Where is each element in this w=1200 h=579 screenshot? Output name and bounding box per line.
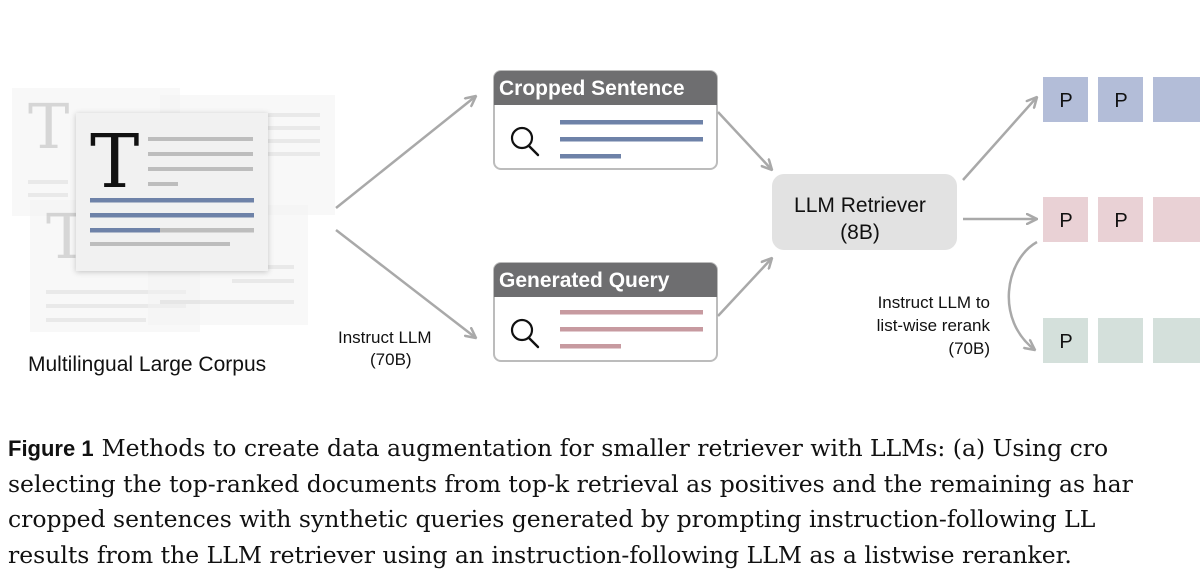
- passage-row-green: P: [1043, 318, 1200, 363]
- generated-query-title: Generated Query: [499, 269, 670, 292]
- passage-label: P: [1059, 90, 1072, 112]
- arrow-to-query: [335, 229, 476, 338]
- caption-text: Methods to create data augmentation for …: [101, 434, 1109, 462]
- passage-row-pink: P P: [1043, 197, 1200, 242]
- rerank-label-line3: (70B): [948, 339, 990, 358]
- arrow-to-top-passages: [962, 97, 1037, 181]
- passage-tile: [1153, 318, 1200, 363]
- passage-row-blue: P P: [1043, 77, 1200, 122]
- passage-label: P: [1114, 210, 1127, 232]
- document-glyph: T: [28, 90, 69, 163]
- passage-tile: [1153, 77, 1200, 122]
- rerank-label-line1: Instruct LLM to: [878, 293, 990, 312]
- rerank-label-line2: list-wise rerank: [877, 316, 991, 335]
- retriever-label: LLM Retriever: [794, 194, 926, 217]
- corpus-label: Multilingual Large Corpus: [28, 353, 266, 376]
- figure-label: Figure 1: [8, 436, 94, 461]
- caption-line: Figure 1 Methods to create data augmentat…: [8, 431, 1200, 467]
- passage-tile: [1153, 197, 1200, 242]
- arrow-cropped-to-retriever: [717, 111, 772, 170]
- caption-line: selecting the top-ranked documents from …: [8, 469, 1133, 498]
- search-icon: [510, 126, 540, 157]
- passage-label: P: [1059, 331, 1072, 353]
- passage-tile: [1043, 318, 1088, 363]
- method-diagram: T T T: [12, 70, 1200, 376]
- arrow-to-cropped: [335, 96, 476, 209]
- caption-line: cropped sentences with synthetic queries…: [8, 505, 1096, 533]
- figure-caption: Figure 1 Methods to create data augmentat…: [8, 431, 1200, 573]
- cropped-sentence-card: Cropped Sentence: [493, 70, 718, 170]
- passage-label: P: [1059, 210, 1072, 232]
- corpus-document-stack: T T T: [12, 88, 335, 332]
- arrow-rerank: [1007, 240, 1038, 350]
- passage-tile: [1098, 197, 1143, 242]
- retriever-size: (8B): [840, 221, 880, 244]
- caption-line: results from the LLM retriever using an …: [8, 540, 1072, 569]
- passage-tile: [1043, 197, 1088, 242]
- passage-tile: [1098, 318, 1143, 363]
- passage-label: P: [1114, 90, 1127, 112]
- document-glyph: T: [90, 119, 139, 205]
- passage-tile: [1098, 77, 1143, 122]
- llm-retriever-box: LLM Retriever (8B): [772, 174, 957, 250]
- search-icon: [510, 318, 540, 349]
- instruct-llm-size: (70B): [370, 350, 412, 369]
- arrow-query-to-retriever: [717, 258, 772, 317]
- generated-query-card: Generated Query: [493, 262, 718, 362]
- cropped-sentence-title: Cropped Sentence: [499, 77, 685, 100]
- instruct-llm-label: Instruct LLM: [338, 328, 432, 347]
- passage-tile: [1043, 77, 1088, 122]
